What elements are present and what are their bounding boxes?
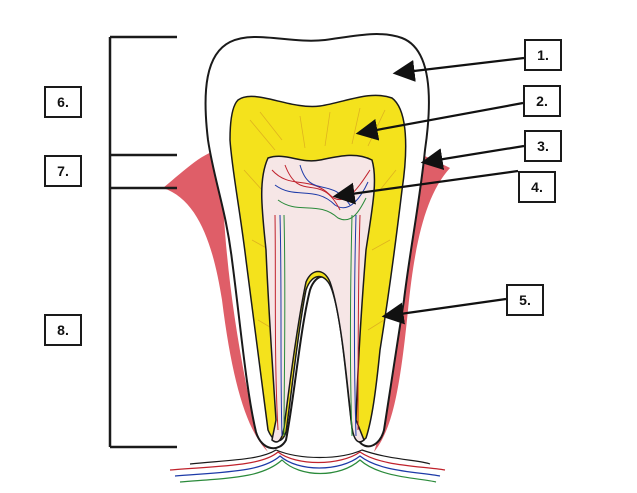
label-box-3: 3. — [524, 130, 562, 162]
label-box-4: 4. — [518, 171, 556, 203]
arrow-4 — [332, 169, 519, 205]
root-nerves-bottom — [169, 449, 446, 483]
arrow-5 — [381, 297, 507, 325]
label-box-5: 5. — [506, 284, 544, 316]
label-box-2: 2. — [523, 85, 561, 117]
arrow-1 — [392, 56, 525, 82]
label-box-8: 8. — [44, 314, 82, 346]
arrow-2 — [355, 101, 524, 141]
label-box-6: 6. — [44, 86, 82, 118]
region-brackets — [108, 35, 177, 449]
label-box-7: 7. — [44, 155, 82, 187]
pulp-cavity — [261, 154, 376, 443]
arrow-3 — [420, 144, 525, 171]
gum-tissue-left — [163, 150, 268, 452]
label-box-1: 1. — [524, 39, 562, 71]
pointer-arrows — [332, 56, 525, 325]
dentin-texture — [243, 107, 397, 331]
